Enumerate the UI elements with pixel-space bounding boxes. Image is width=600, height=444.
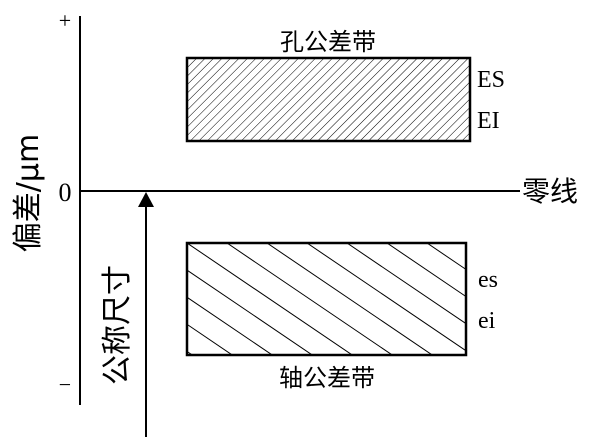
hole-tolerance-zone: 孔公差带 ES EI: [185, 28, 505, 143]
minus-label: −: [59, 372, 71, 397]
y-axis-label: 偏差/μm: [11, 134, 46, 252]
nominal-size-label: 公称尺寸: [100, 265, 135, 385]
shaft-upper-deviation-label: es: [478, 267, 498, 293]
hole-lower-deviation-label: EI: [477, 108, 500, 134]
hole-zone-title: 孔公差带: [280, 28, 376, 56]
hole-zone-rect: [185, 56, 472, 143]
plus-label: +: [59, 8, 71, 33]
shaft-lower-deviation-label: ei: [478, 308, 496, 334]
hole-upper-deviation-label: ES: [477, 67, 505, 93]
zero-label: 0: [59, 178, 72, 207]
shaft-zone-title: 轴公差带: [279, 364, 375, 392]
shaft-tolerance-zone: 轴公差带 es ei: [185, 241, 498, 392]
shaft-zone-rect: [185, 241, 468, 357]
zero-line-label: 零线: [522, 175, 578, 208]
arrow-head-icon: [138, 192, 154, 207]
